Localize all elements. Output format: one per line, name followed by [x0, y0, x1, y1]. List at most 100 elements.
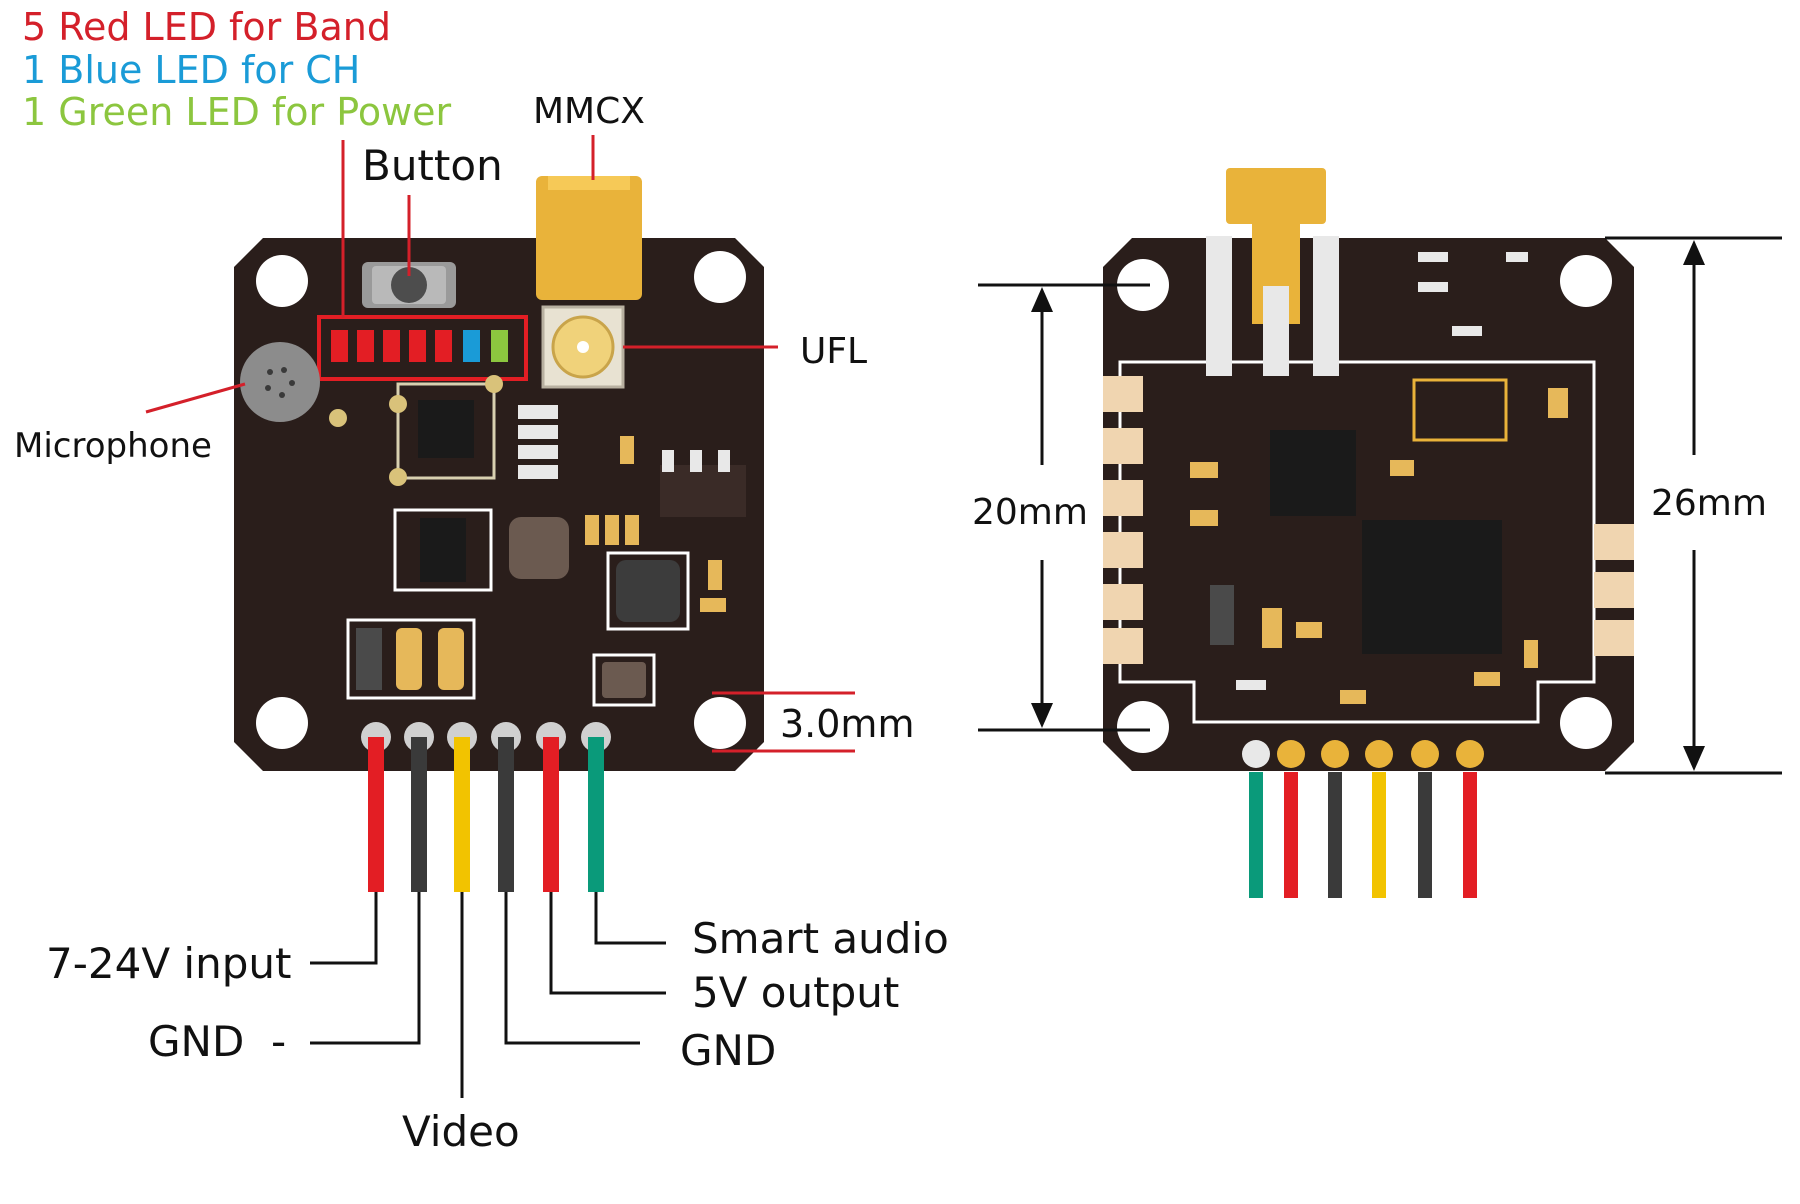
led-legend: 5 Red LED for Band 1 Blue LED for CH 1 G… [22, 5, 452, 134]
back-res-2 [1418, 282, 1448, 292]
ufl-label: UFL [800, 331, 867, 372]
microphone-label: Microphone [14, 426, 212, 466]
tantalum-outline [346, 618, 476, 700]
wire-gnd-black-1 [411, 737, 427, 892]
pin-input-label: 7-24V input [46, 939, 291, 988]
mount-hole-br [694, 697, 746, 749]
dim-20-arrow-down [1031, 703, 1053, 728]
front-mcu [418, 400, 474, 458]
side-pad-left-1 [1103, 376, 1143, 412]
back-wire-red-2 [1463, 772, 1477, 898]
pad-1 [389, 395, 407, 413]
mmcx-connector-top [548, 176, 630, 190]
back-wire-red-1 [1284, 772, 1298, 898]
regulator-leg-1 [662, 450, 674, 472]
mount-hole-bl [256, 697, 308, 749]
back-cap-8 [1474, 672, 1500, 686]
back-cap-4 [1262, 608, 1282, 648]
led-highlight-box [317, 315, 528, 381]
smart-audio-leader-line [594, 892, 666, 945]
microphone-dot-3 [289, 380, 295, 386]
pin-video-label: Video [402, 1107, 520, 1156]
5v-leader-line [549, 892, 666, 995]
microphone-leader-line [145, 382, 246, 414]
side-pad-right-2 [1594, 572, 1634, 608]
back-pin-5 [1411, 740, 1439, 768]
small-chip [602, 662, 646, 698]
cap-3 [700, 598, 726, 612]
back-pin-6 [1456, 740, 1484, 768]
microphone-dot-4 [265, 385, 271, 391]
smd-1 [518, 405, 558, 419]
crystal [1412, 378, 1508, 442]
mount-hole-tl [256, 255, 308, 307]
eeprom [420, 518, 466, 582]
side-pad-left-6 [1103, 628, 1143, 664]
back-mmcx-top [1226, 168, 1326, 224]
microphone-dot-5 [279, 392, 285, 398]
side-pad-left-2 [1103, 428, 1143, 464]
cap-2 [708, 560, 722, 590]
mmcx-label: MMCX [533, 91, 645, 132]
back-hole-bl [1117, 701, 1169, 753]
cap-1 [620, 436, 634, 464]
back-wire-green [1249, 772, 1263, 898]
back-res-5 [1236, 680, 1266, 690]
pad-4 [329, 409, 347, 427]
pad-2 [389, 468, 407, 486]
back-res-1 [1418, 252, 1448, 262]
back-cap-7 [1340, 690, 1366, 704]
back-hole-tr [1560, 255, 1612, 307]
mmcx-connector [536, 176, 642, 300]
eeprom-outline [393, 508, 493, 592]
pin-gnd-minus-label: GND - [148, 1017, 286, 1066]
side-pad-right-3 [1594, 620, 1634, 656]
legend-red-led: 5 Red LED for Band [22, 5, 391, 49]
legend-green-led: 1 Green LED for Power [22, 90, 452, 134]
back-board-view [1103, 168, 1634, 898]
back-wire-black-1 [1328, 772, 1342, 898]
microphone-body [240, 342, 320, 422]
back-pin-2 [1277, 740, 1305, 768]
tantalum-2 [438, 628, 464, 690]
back-mmcx-leg-2 [1263, 286, 1289, 376]
inductor-1 [509, 517, 569, 579]
back-res-4 [1452, 326, 1482, 336]
front-callout-lines [145, 135, 855, 1098]
inductor-2 [616, 560, 680, 622]
side-pad-right-1 [1594, 524, 1634, 560]
microphone-dot-1 [267, 369, 273, 375]
pin-smart-audio-label: Smart audio [692, 914, 949, 963]
back-mmcx-leg-1 [1206, 236, 1232, 376]
back-chip-small [1270, 430, 1356, 516]
back-cap-9 [1524, 640, 1538, 668]
small-chip-outline [592, 653, 656, 707]
wire-audio-green [588, 737, 604, 892]
input-leader-line [310, 892, 378, 965]
blue-led [463, 330, 480, 362]
back-pcb [1103, 238, 1634, 771]
back-pin-1 [1242, 740, 1270, 768]
green-led [491, 330, 508, 362]
smd-2 [518, 425, 558, 439]
back-pin-4 [1365, 740, 1393, 768]
back-cap-2 [1190, 510, 1218, 526]
button-cap [391, 267, 427, 303]
dim-26-label: 26mm [1651, 483, 1767, 524]
back-cap-1 [1190, 462, 1218, 478]
diode [356, 628, 382, 690]
regulator-leg-2 [690, 450, 702, 472]
pin-5v-output-label: 5V output [692, 968, 899, 1017]
back-mmcx-leg-3 [1313, 236, 1339, 376]
front-mcu-outline [396, 382, 496, 480]
mount-hole-tr [694, 251, 746, 303]
red-led-3 [383, 330, 400, 362]
dim-20-label: 20mm [972, 492, 1088, 533]
cap-row-2 [605, 515, 619, 545]
back-labels: 20mm 26mm [972, 483, 1767, 533]
front-labels: MMCX Button UFL Microphone 3.0mm 7-24V i… [14, 91, 949, 1156]
pin-gnd-label: GND [680, 1026, 776, 1075]
wire-5v-red [543, 737, 559, 892]
back-pin-3 [1321, 740, 1349, 768]
